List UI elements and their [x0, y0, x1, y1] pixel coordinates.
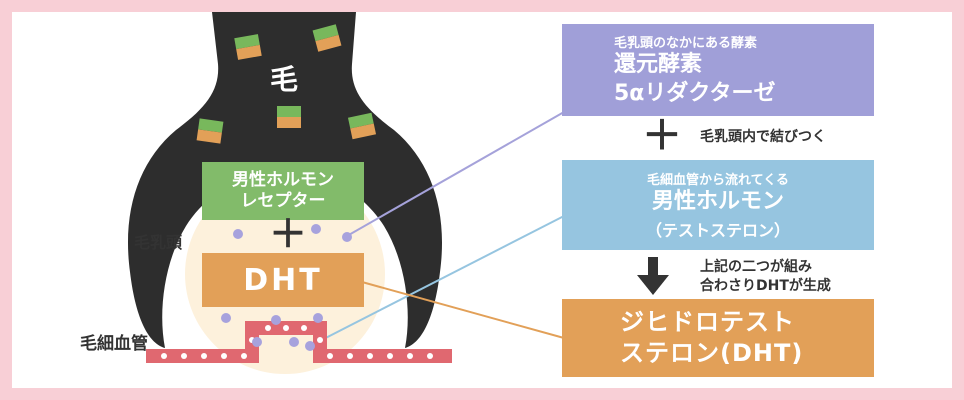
plus-icon-left: ＋ — [269, 212, 308, 256]
plus-icon-right: ＋ — [642, 113, 682, 159]
hair-label: 毛 — [270, 63, 299, 96]
enzyme-title-line2: 5αリダクターゼ — [614, 80, 776, 106]
capillary-dots — [161, 325, 433, 359]
capillary-label: 毛細血管 — [80, 334, 148, 354]
down-arrow-icon — [637, 257, 669, 295]
dht-title-line1: ジヒドロテスト — [620, 307, 795, 336]
receptor-label-line2: レセプター — [240, 191, 326, 211]
hormone-title-line2: （テストステロン） — [645, 220, 790, 240]
keratin-cells — [196, 24, 377, 144]
hormone-subtitle: 毛細血管から流れてくる — [647, 173, 789, 189]
dht-title-line2: ステロン(DHT) — [620, 339, 804, 367]
dht-box-left: DHT — [202, 253, 364, 307]
combine-note: 上記の二つが組み 合わさりDHTが生成 — [700, 258, 831, 296]
enzyme-box: 毛乳頭のなかにある酵素 還元酵素 5αリダクターゼ — [562, 24, 874, 116]
enzyme-title-line1: 還元酵素 — [614, 51, 703, 77]
dht-connector-line — [361, 281, 565, 339]
dht-box-right: ジヒドロテスト ステロン(DHT) — [562, 299, 874, 377]
papilla-label: 毛乳頭 — [134, 233, 183, 252]
enzyme-subtitle: 毛乳頭のなかにある酵素 — [614, 35, 758, 51]
enzyme-dots — [221, 224, 352, 351]
diagram-panel: 毛 男性ホルモン レセプター ＋ 毛乳頭 DHT 毛細血管 毛乳頭のなかにある酵… — [12, 12, 952, 388]
hormone-connector-line — [309, 215, 565, 347]
combine-note-line1: 上記の二つが組み — [700, 259, 812, 275]
hormone-title-line1: 男性ホルモン — [651, 189, 784, 215]
hormone-box: 毛細血管から流れてくる 男性ホルモン （テストステロン） — [562, 160, 874, 250]
hair-follicle-shape — [127, 12, 443, 348]
dht-label-left: DHT — [243, 262, 323, 298]
enzyme-connector-line — [346, 111, 565, 237]
receptor-label-line1: 男性ホルモン — [232, 169, 334, 190]
androgen-receptor-box: 男性ホルモン レセプター — [202, 162, 364, 220]
bind-note: 毛乳頭内で結びつく — [700, 129, 826, 145]
combine-note-line2: 合わさりDHTが生成 — [700, 277, 831, 294]
